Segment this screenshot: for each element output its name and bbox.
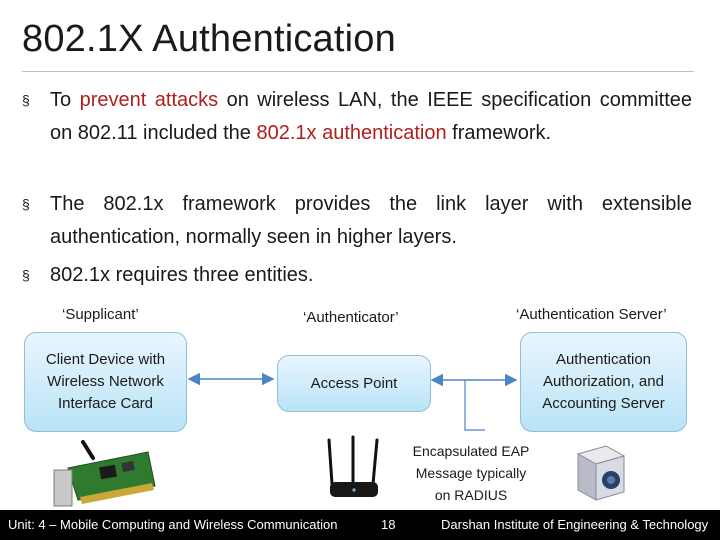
- bullet-text: To prevent attacks on wireless LAN, the …: [50, 84, 692, 150]
- eap-note-line: Encapsulated EAP: [412, 443, 530, 459]
- client-device-box: Client Device with Wireless Network Inte…: [24, 332, 187, 432]
- bullet-marker: §: [22, 92, 30, 108]
- client-box-line: Interface Card: [57, 395, 154, 412]
- server-box-line: Authorization, and: [543, 373, 664, 390]
- bullet-text-highlight: prevent attacks: [79, 89, 219, 111]
- bullet-text: The 802.1x framework provides the link l…: [50, 188, 692, 254]
- footer-page-number: 18: [381, 517, 396, 532]
- server-icon: [576, 445, 626, 501]
- bullet-text-part: on wireless LAN, the IEEE specification …: [50, 89, 692, 144]
- server-box-line: Authentication: [555, 351, 652, 368]
- bullet-text-part: framework.: [446, 122, 552, 144]
- eap-note: Encapsulated EAP Message typically on RA…: [396, 440, 546, 506]
- bullet-text-part: 802.1x requires three entities.: [50, 264, 314, 286]
- authenticator-label: ‘Authenticator’: [303, 309, 399, 326]
- wireless-router-icon: [327, 435, 379, 497]
- footer-unit: Unit: 4 – Mobile Computing and Wireless …: [8, 517, 338, 532]
- footer-bar: Unit: 4 – Mobile Computing and Wireless …: [0, 510, 720, 540]
- eap-note-line: Message typically: [415, 465, 527, 481]
- eap-note-line: on RADIUS: [434, 487, 508, 503]
- bullet-text-part: To: [50, 89, 80, 111]
- title-divider: [22, 71, 694, 72]
- bullet-text-highlight: 802.1x authentication: [256, 122, 447, 144]
- client-box-line: Wireless Network: [47, 373, 164, 390]
- footer-institute: Darshan Institute of Engineering & Techn…: [441, 517, 709, 532]
- server-label: ‘Authentication Server’: [516, 306, 667, 323]
- network-card-icon: [53, 440, 156, 507]
- server-box-line: Accounting Server: [542, 395, 665, 412]
- bullet-text-part: The 802.1x framework provides the link l…: [50, 193, 692, 248]
- access-point-label: Access Point: [310, 374, 398, 392]
- bullet-text: 802.1x requires three entities.: [50, 259, 692, 292]
- bullet-marker: §: [22, 196, 30, 212]
- aaa-server-box: Authentication Authorization, and Accoun…: [520, 332, 687, 432]
- bullet-marker: §: [22, 267, 30, 283]
- slide-title: 802.1X Authentication: [22, 18, 396, 60]
- supplicant-label: ‘Supplicant’: [62, 306, 139, 323]
- access-point-box: Access Point: [277, 355, 431, 412]
- eap-callout-line: [464, 380, 485, 431]
- client-box-line: Client Device with: [45, 351, 166, 368]
